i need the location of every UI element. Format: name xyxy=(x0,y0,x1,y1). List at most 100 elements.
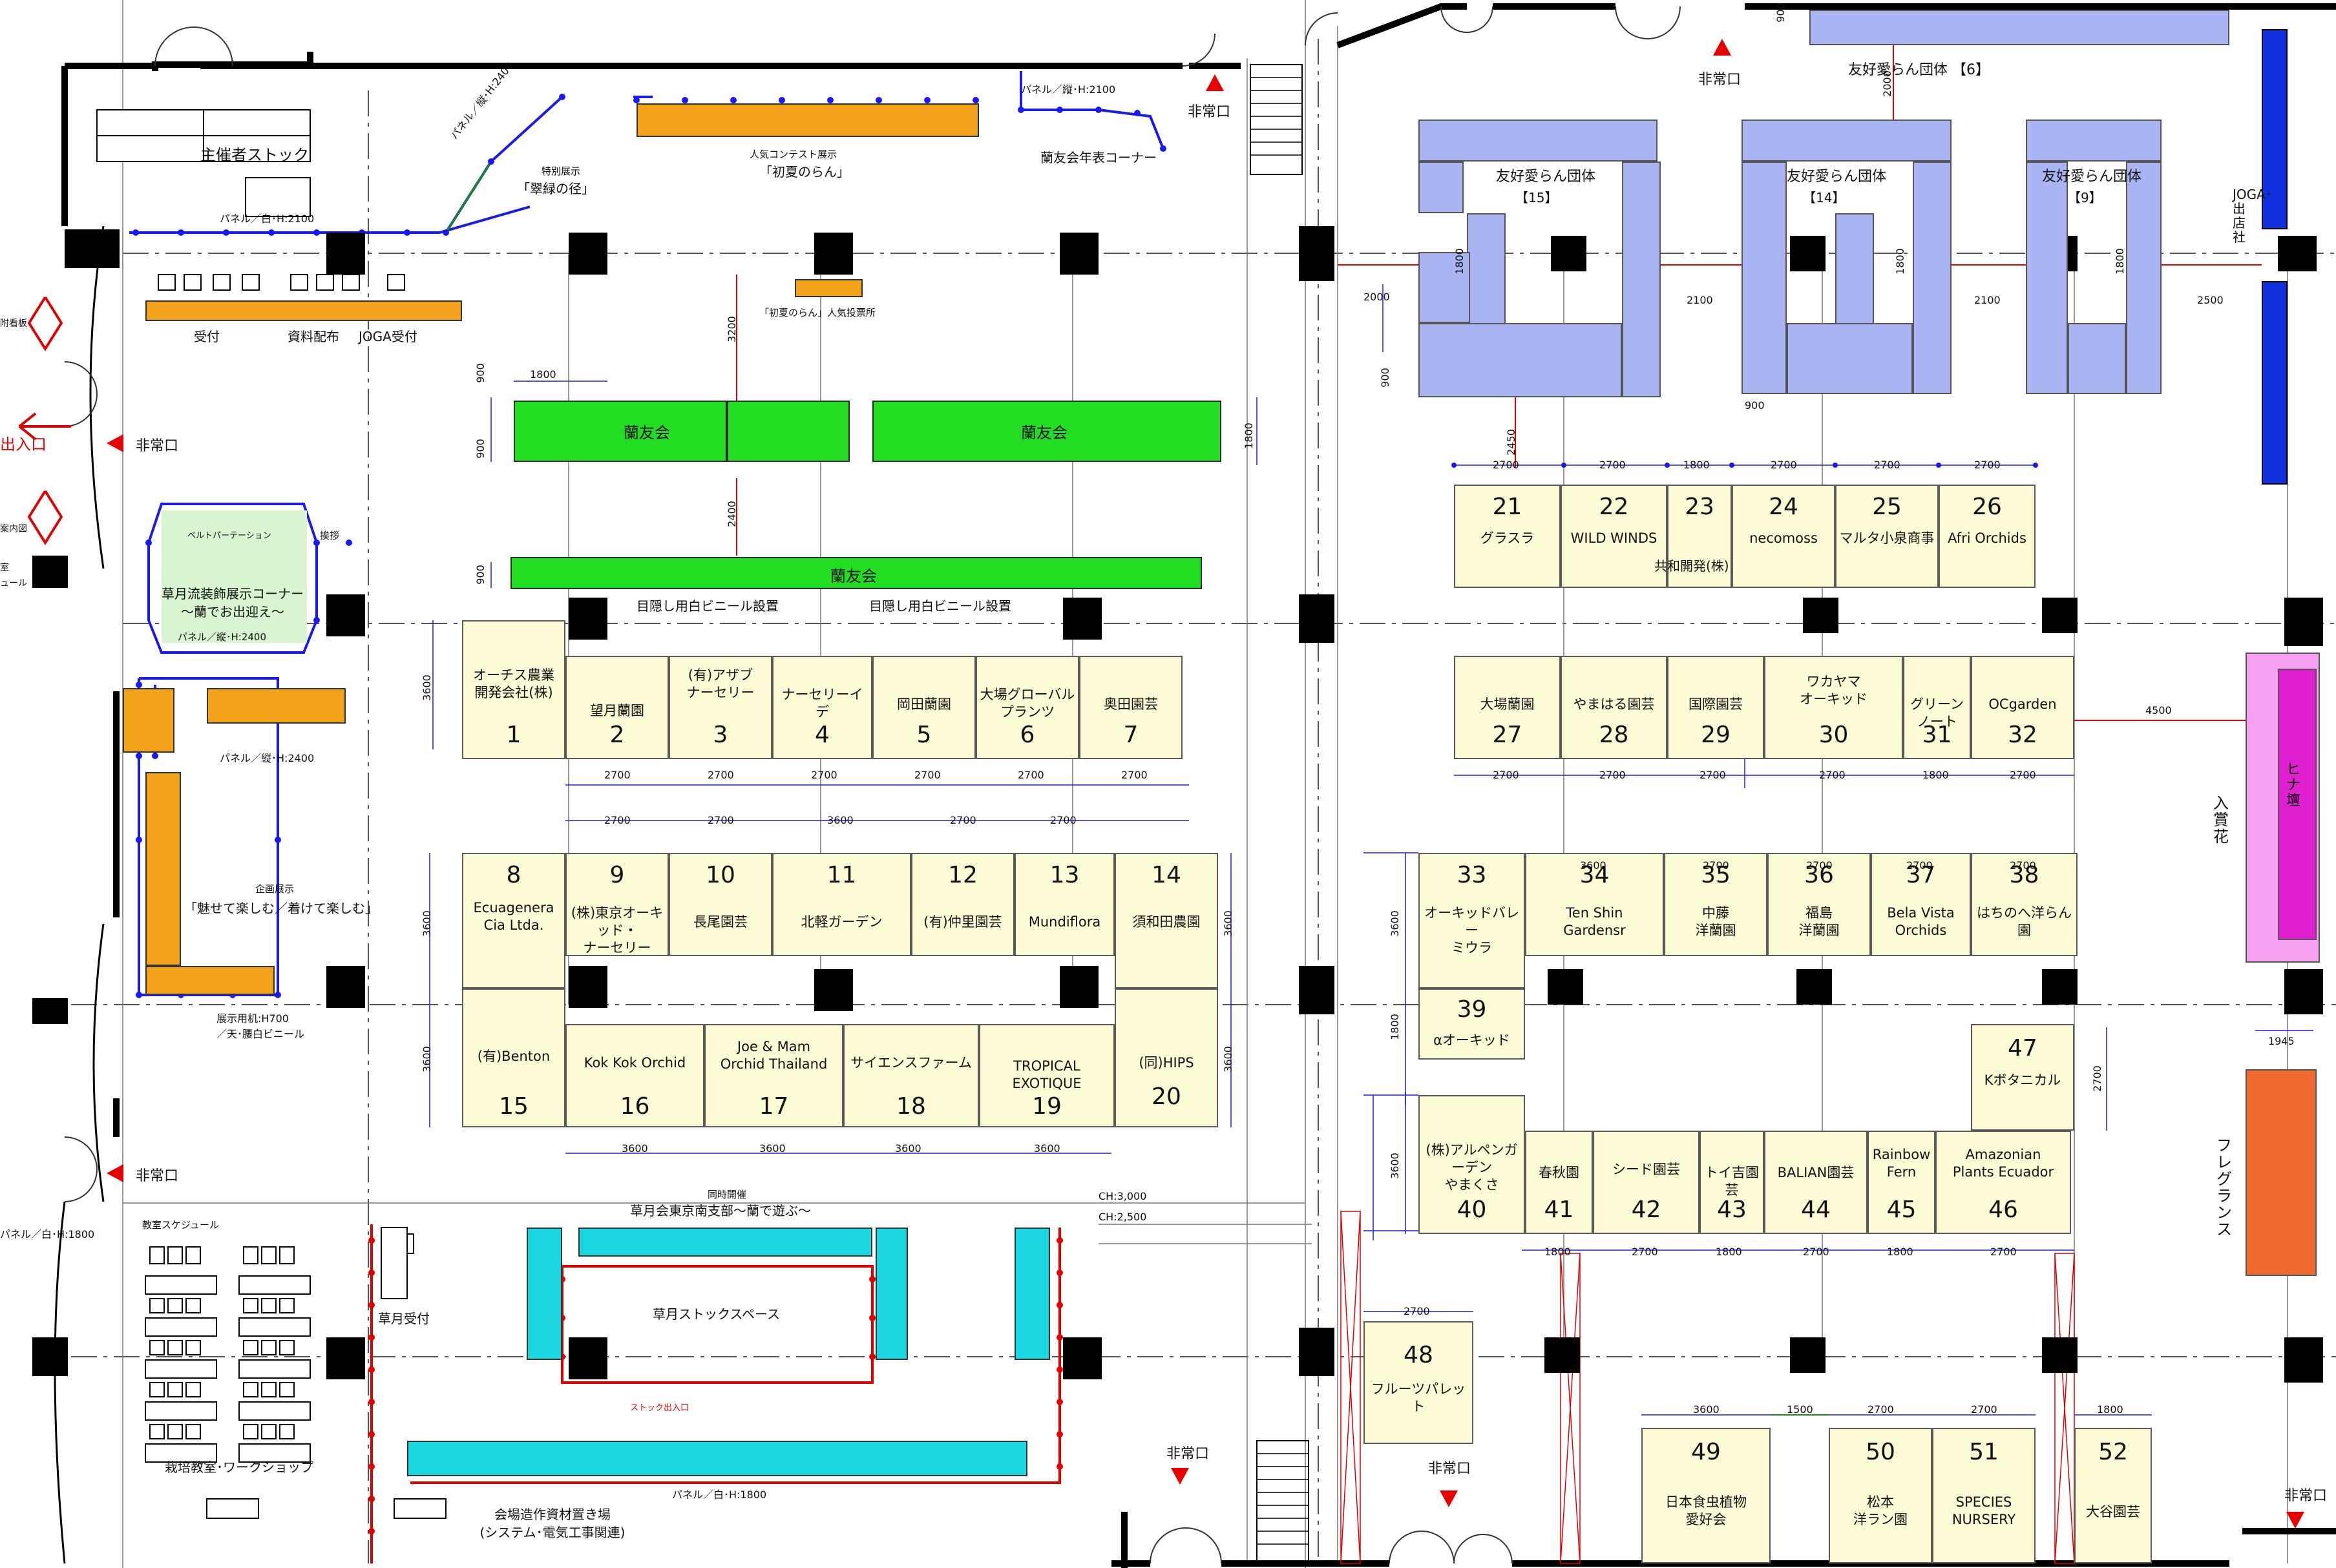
ranyukai-table xyxy=(514,401,727,462)
pillar xyxy=(1299,1328,1334,1376)
stock-table xyxy=(876,1228,908,1360)
booth-number: 34 xyxy=(1579,862,1610,888)
ch-2500-label: CH:2,500 xyxy=(1099,1211,1147,1223)
booth-number: 16 xyxy=(620,1093,650,1120)
pillar xyxy=(2284,598,2323,646)
greeting-label: 挨拶 xyxy=(320,530,340,541)
joga-vendor-label: JOGA･出店社 xyxy=(2233,187,2272,245)
booth-number: 32 xyxy=(2008,722,2037,748)
green-panel xyxy=(445,161,492,233)
dim-1800: 1800 xyxy=(1544,1246,1571,1258)
friendly-group-15-label: 友好愛らん団体 xyxy=(1496,169,1596,185)
dim-1800: 1800 xyxy=(1893,248,1906,275)
booth-1[interactable]: オーチス農業 開発会社(株) 1 xyxy=(462,620,565,759)
dim-2700: 2700 xyxy=(1874,459,1900,471)
booth-name: 北軽ガーデン xyxy=(801,914,883,930)
left-label-1: 附看板 xyxy=(0,319,27,329)
pillar xyxy=(569,233,607,275)
booth-name: 長尾園芸 xyxy=(693,914,748,930)
booth-number: 21 xyxy=(1492,494,1522,520)
friendly-group-14-no: 【14】 xyxy=(1803,190,1846,205)
booth-name: オーチス農業 開発会社(株) xyxy=(473,667,554,700)
dim-2700: 2700 xyxy=(914,769,941,781)
planned-exhibit-label: 「魅せて楽しむ／着けて楽しむ」 xyxy=(184,901,378,916)
booth-number: 19 xyxy=(1032,1093,1062,1120)
booth-9[interactable]: 9(株)東京オーキッド・ ナーセリー xyxy=(565,853,669,956)
dim-2700: 2700 xyxy=(1974,459,2001,471)
booth-number: 24 xyxy=(1769,494,1798,520)
booth-number: 1 xyxy=(506,722,521,748)
dim-2700: 2700 xyxy=(1806,859,1833,872)
pillar xyxy=(1060,233,1099,275)
booth-12[interactable]: 12(有)仲里園芸 xyxy=(911,853,1015,956)
sogetsu-corner-label: 草月流装飾展示コーナー ～蘭でお出迎え～ xyxy=(162,586,304,620)
dim-3600: 3600 xyxy=(1034,1142,1060,1155)
pillar xyxy=(1790,236,1826,271)
friendly-group-14-label: 友好愛らん団体 xyxy=(1787,169,1887,185)
dim-1800: 1800 xyxy=(530,368,556,381)
special-exhibit-small-label: 特別展示 xyxy=(542,165,581,177)
emergency-exit-arrow xyxy=(2286,1512,2304,1529)
ranyukai-timeline-label: 蘭友会年表コーナー xyxy=(1040,150,1157,165)
dim-1800: 1800 xyxy=(1388,1014,1401,1040)
booth-number: 3 xyxy=(713,722,728,748)
joga-booth xyxy=(2262,281,2288,485)
material-table xyxy=(407,1441,1027,1476)
ch-3000-label: CH:3,000 xyxy=(1099,1190,1147,1202)
emergency-exit-label: 非常口 xyxy=(136,438,179,454)
shared-22-23-label: 共和開発(株) xyxy=(1654,558,1729,574)
emergency-exit-label: 非常口 xyxy=(1698,72,1741,88)
booth-23[interactable]: 23 xyxy=(1667,485,1732,588)
panel-vert-2400-label: パネル／縦･H:2400 xyxy=(178,631,267,643)
dim-1800: 1800 xyxy=(2113,248,2126,275)
